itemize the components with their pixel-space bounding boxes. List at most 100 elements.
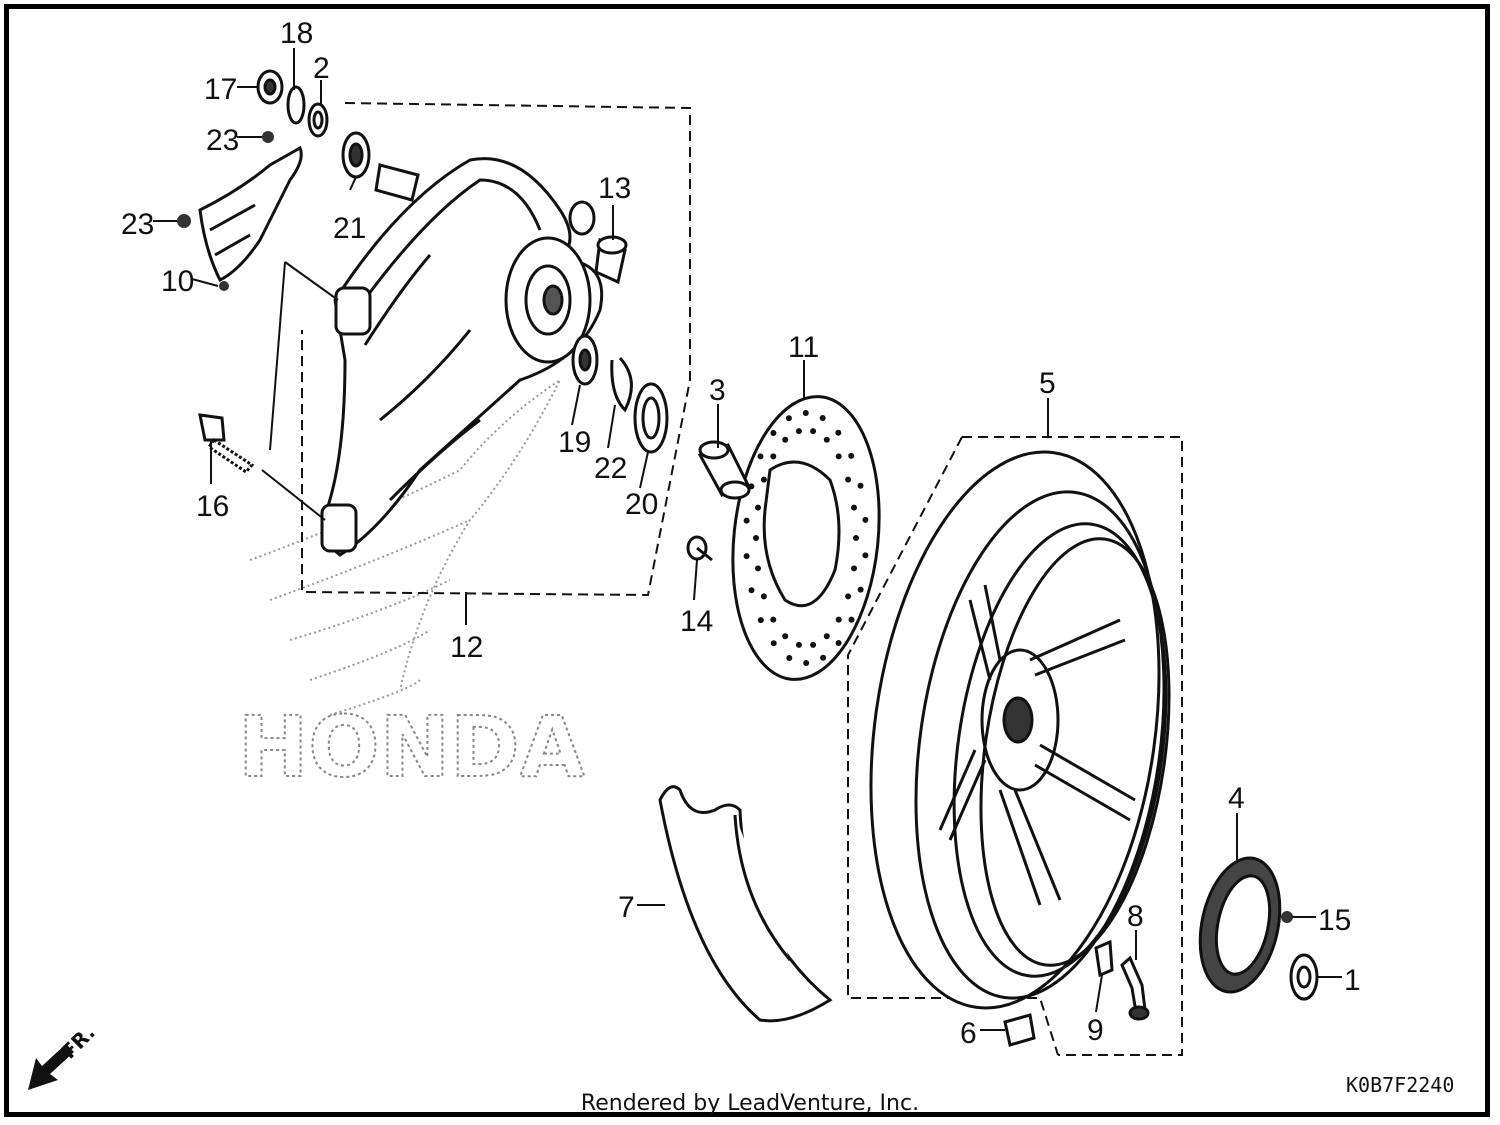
footer-credit: Rendered by LeadVenture, Inc.: [580, 1091, 920, 1116]
label-6: 6: [960, 1017, 977, 1050]
brake-disc-11: [731, 395, 881, 681]
label-16: 16: [196, 490, 229, 523]
air-valve-8: [1120, 955, 1150, 1021]
diagram-frame: [4, 4, 1490, 1117]
disc-hole: [823, 633, 830, 640]
label-3: 3: [709, 374, 726, 407]
disc-hole: [835, 453, 842, 460]
label-10: 10: [161, 265, 194, 298]
label-5: 5: [1039, 367, 1056, 400]
disc-hole: [862, 552, 869, 559]
disc-hole: [770, 453, 777, 460]
disc-hole: [845, 593, 852, 600]
label-23-lower: 23: [121, 208, 154, 241]
label-7: 7: [618, 891, 635, 924]
disc-bolt-14: [686, 535, 713, 562]
dust-seal-1: [1289, 953, 1319, 1001]
disc-hole: [845, 476, 852, 483]
label-20: 20: [625, 488, 658, 521]
washer-18: [286, 85, 306, 125]
label-1: 1: [1344, 964, 1361, 997]
disc-hole: [760, 476, 767, 483]
sprocket-bolt-15: [1281, 911, 1293, 923]
disc-hole: [810, 641, 817, 648]
label-4: 4: [1228, 782, 1245, 815]
disc-hole: [782, 633, 789, 640]
swingarm-assembly: [261, 102, 691, 597]
disc-hole: [770, 430, 777, 436]
bearing-21: [341, 131, 371, 179]
disc-hole: [848, 616, 855, 623]
disc-hole: [755, 565, 761, 572]
disc-hole: [819, 415, 826, 421]
leader-lines: [153, 48, 1342, 1031]
disc-hole: [835, 640, 842, 646]
part-labels: 1 2 3 4 5 6 7 8 9 10 11 12 13 14 15 16 1…: [121, 17, 1361, 1050]
disc-hole: [810, 428, 817, 435]
disc-hole: [820, 654, 827, 661]
seal-20: [633, 382, 669, 454]
mud-guard-bracket: [198, 145, 303, 283]
collar-13: [594, 235, 628, 285]
label-11: 11: [788, 331, 819, 364]
label-15: 15: [1318, 904, 1351, 937]
label-18: 18: [280, 17, 313, 50]
bolt-23-lower: [177, 214, 191, 228]
disc-hole: [862, 516, 869, 523]
disc-hole: [786, 655, 793, 661]
disc-hole: [835, 616, 842, 623]
disc-hole: [795, 641, 802, 648]
rear-inner-fender-7: [658, 785, 833, 1023]
valve-clip-9: [1094, 939, 1114, 978]
label-13: 13: [598, 172, 631, 205]
label-23-upper: 23: [206, 124, 239, 157]
nut-17: [256, 69, 284, 105]
disc-hole: [835, 429, 842, 436]
disc-hole: [755, 504, 761, 511]
front-direction-arrow-icon: FR.: [28, 1020, 100, 1090]
label-8: 8: [1127, 900, 1144, 933]
label-2: 2: [313, 52, 330, 85]
circlip-22: [610, 356, 633, 413]
disc-hole: [757, 453, 764, 460]
disc-hole: [760, 593, 767, 600]
final-driven-sprocket-4: [1198, 856, 1282, 994]
disc-hole: [848, 452, 855, 459]
disc-hole: [743, 517, 750, 524]
collar-3: [697, 440, 751, 500]
label-19: 19: [558, 426, 591, 459]
rear-wheel-5: [847, 436, 1183, 1056]
disc-hole: [823, 436, 830, 443]
label-9: 9: [1087, 1014, 1104, 1047]
bolt-10: [219, 281, 229, 291]
collar-2: [307, 102, 329, 138]
disc-hole: [851, 504, 857, 511]
disc-hole: [748, 587, 755, 594]
disc-hole: [770, 640, 777, 647]
disc-hole: [802, 410, 809, 416]
label-22: 22: [594, 452, 627, 485]
disc-hole: [782, 436, 789, 443]
disc-hole: [753, 535, 759, 541]
pivot-bolt-16: [198, 413, 255, 474]
disc-hole: [770, 616, 777, 623]
label-21: 21: [333, 212, 366, 245]
label-14: 14: [680, 605, 713, 638]
honda-watermark-text: HONDA: [238, 698, 585, 796]
disc-hole: [853, 535, 859, 541]
drawing-code: K0B7F2240: [1346, 1073, 1454, 1097]
disc-hole: [857, 586, 864, 593]
disc-hole: [857, 482, 864, 489]
balance-weight-6: [1003, 1013, 1036, 1047]
disc-hole: [795, 428, 802, 435]
disc-hole: [757, 617, 764, 624]
bearing-19: [571, 334, 599, 386]
disc-hole: [851, 565, 857, 572]
label-12: 12: [450, 631, 483, 664]
label-17: 17: [204, 73, 237, 106]
disc-hole: [803, 660, 810, 666]
disc-hole: [785, 415, 792, 422]
bolt-23-upper: [262, 131, 274, 143]
disc-hole: [743, 553, 750, 560]
